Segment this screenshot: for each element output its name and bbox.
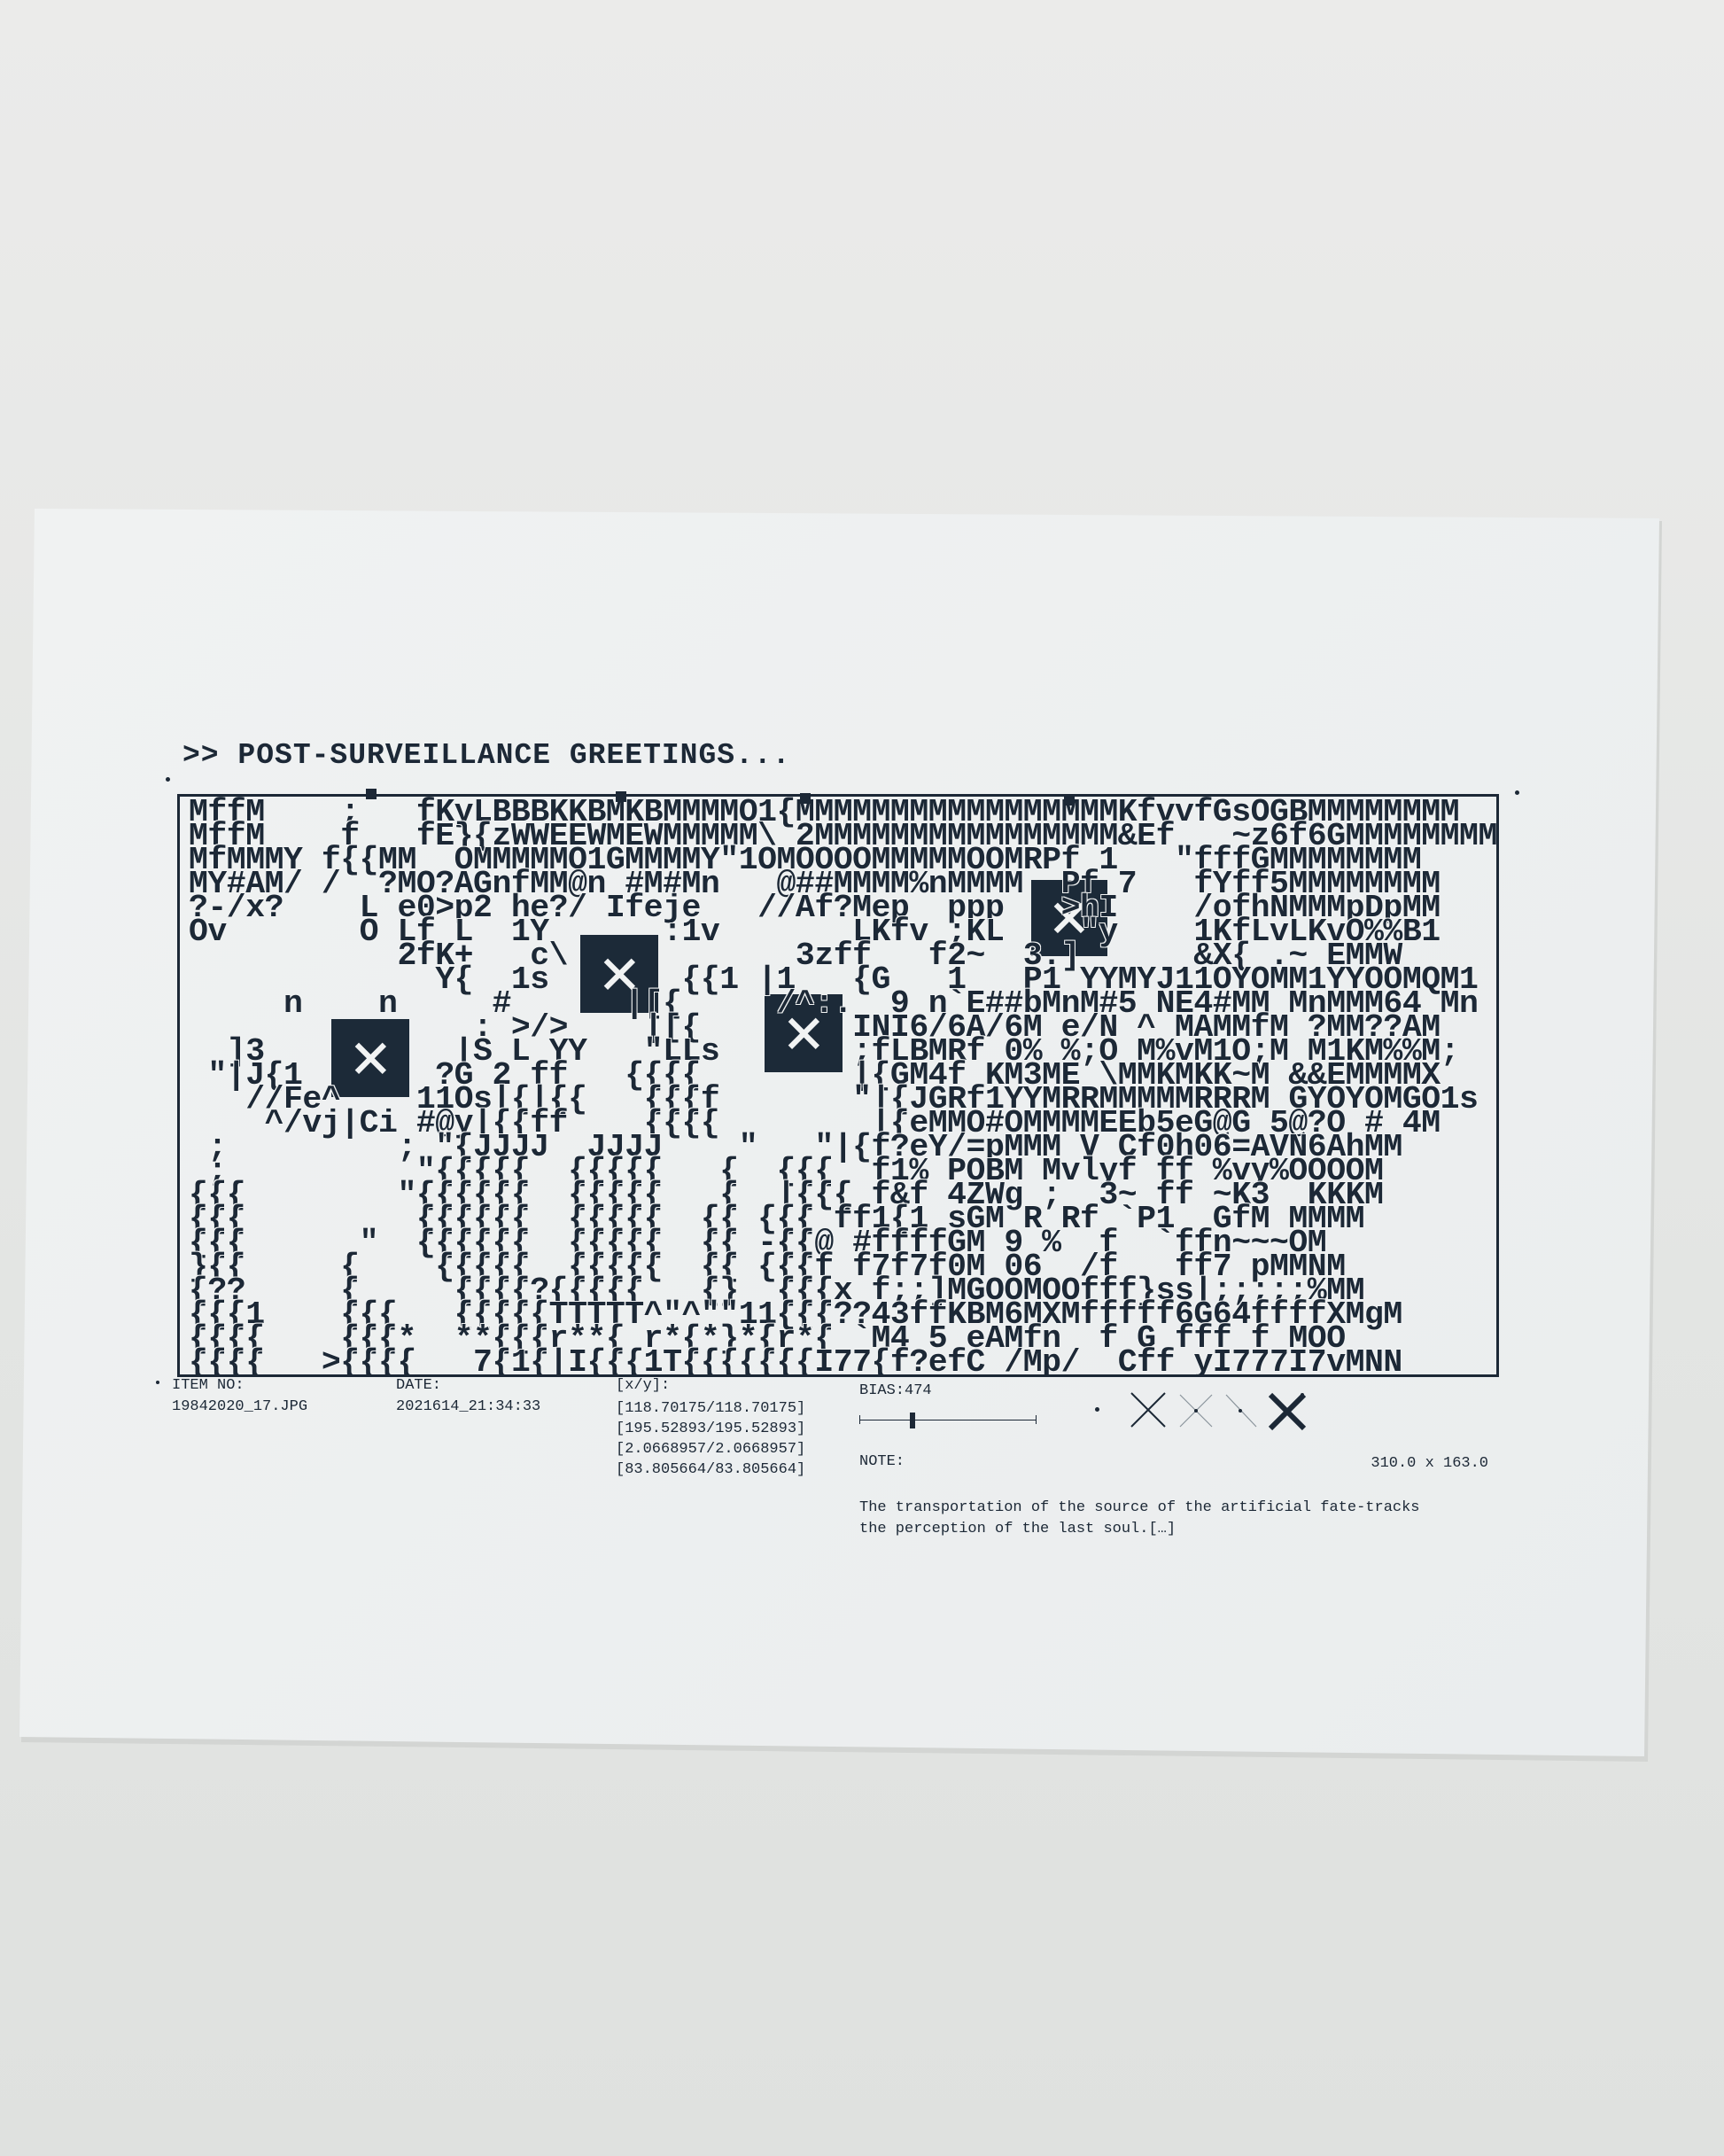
frame-marker [366,789,377,799]
ascii-art-frame: MffM ; fKyLBBBKKBMKBMMMMO1{MMMMMMMMMMMMM… [177,794,1499,1377]
bias-slider [859,1411,1037,1430]
bias-slider-end [859,1415,860,1424]
bias-slider-end [1036,1415,1037,1424]
frame-marker [616,791,626,802]
xy-value: [195.52893/195.52893] [616,1420,806,1437]
bias-label: BIAS:474 [859,1382,932,1399]
redaction-x-icon [331,1019,409,1097]
item-no-label: ITEM NO: [172,1377,245,1394]
bullet-dot [156,1381,159,1384]
faint-x-mark-icon [1179,1394,1213,1428]
xy-value: [118.70175/118.70175] [616,1400,806,1417]
note-line: The transportation of the source of the … [859,1499,1420,1516]
corner-dot [166,777,170,782]
frame-marker [800,793,811,804]
corner-dot [1515,790,1519,795]
date-value: 2021614_21:34:33 [396,1398,541,1415]
x-mark-icon [1130,1392,1166,1428]
date-label: DATE: [396,1377,442,1394]
dimensions-text: 310.0 x 163.0 [1371,1455,1488,1472]
xy-label: [x/y]: [616,1377,671,1394]
half-x-mark-icon [1225,1394,1257,1428]
xy-value: [2.0668957/2.0668957] [616,1441,806,1458]
dot-icon [1095,1407,1099,1412]
xy-value: [83.805664/83.805664] [616,1461,806,1478]
bold-x-mark-icon [1268,1392,1307,1431]
redaction-x-icon [1031,880,1107,956]
dot-icon [1301,1393,1304,1397]
redaction-x-icon [765,994,843,1072]
card-title: >> POST-SURVEILLANCE GREETINGS... [182,739,791,772]
item-no-value: 19842020_17.JPG [172,1398,308,1415]
note-label: NOTE: [859,1453,905,1470]
ascii-art: MffM ; fKyLBBBKKBMKBMMMMO1{MMMMMMMMMMMMM… [189,794,1497,1377]
frame-marker [1064,795,1075,806]
note-line: the perception of the last soul.[…] [859,1521,1177,1537]
bias-slider-thumb [910,1413,915,1428]
redaction-x-icon [580,935,658,1013]
